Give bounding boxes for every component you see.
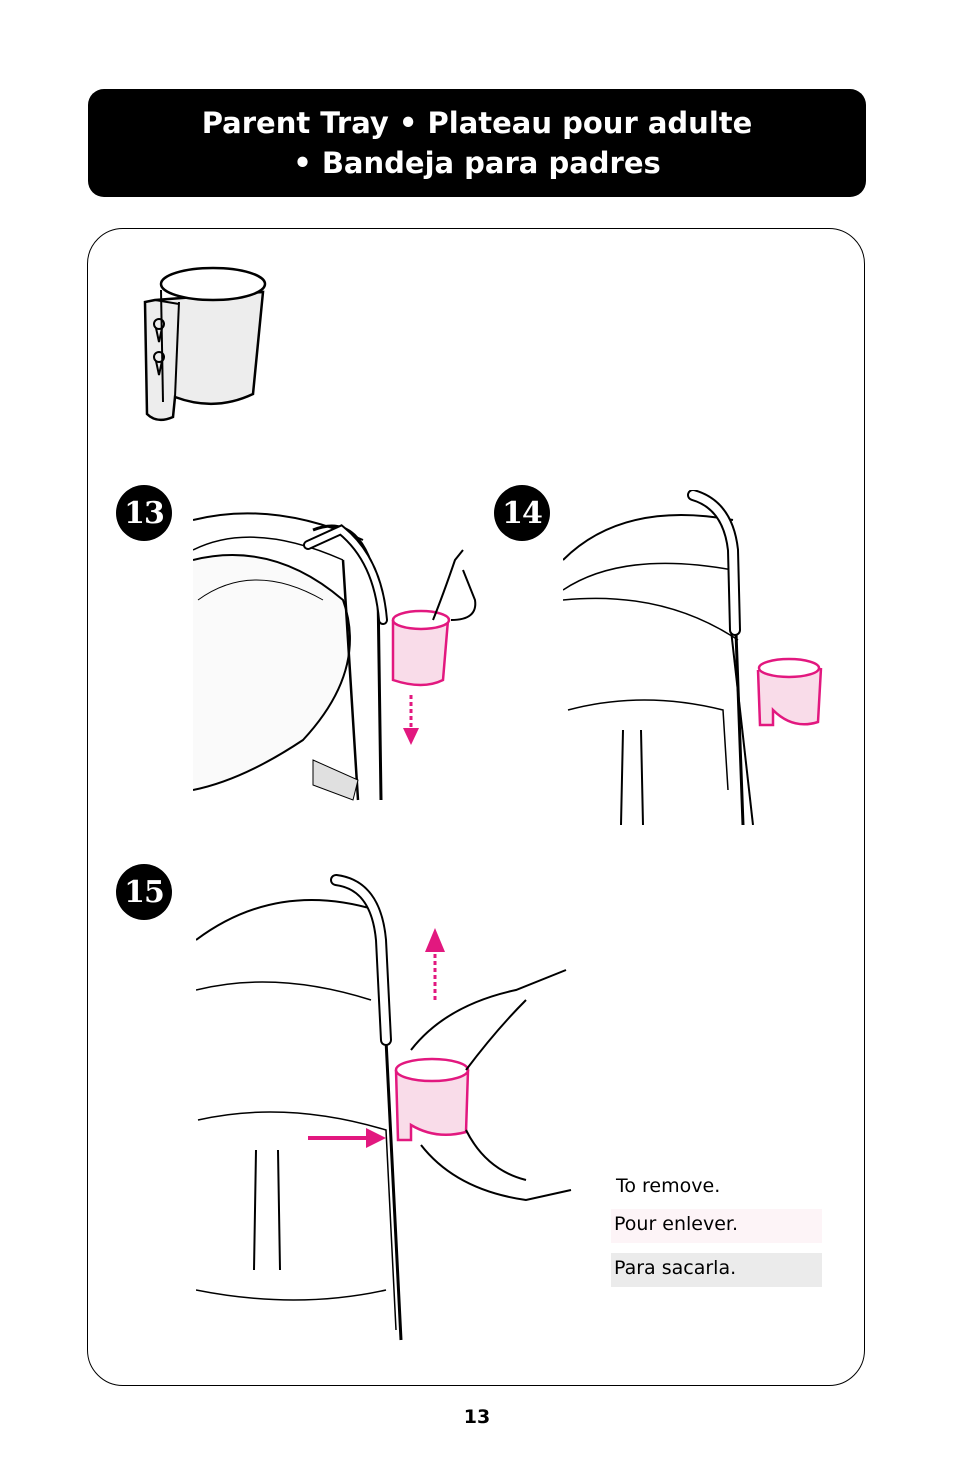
caption-french: Pour enlever. — [611, 1209, 822, 1243]
step-14-illustration — [563, 490, 823, 825]
step-15-badge: 15 — [116, 864, 172, 920]
title-line-2: • Bandeja para padres — [293, 146, 661, 180]
step-15-illustration — [196, 874, 572, 1341]
step-13-badge: 13 — [116, 485, 172, 541]
page-title-banner: Parent Tray • Plateau pour adulte • Band… — [88, 89, 866, 197]
title-line-1: Parent Tray • Plateau pour adulte — [201, 106, 753, 140]
cup-holder-illustration — [143, 266, 267, 422]
page-number: 13 — [463, 1406, 491, 1428]
step-14-badge: 14 — [494, 485, 550, 541]
caption-spanish: Para sacarla. — [611, 1253, 822, 1287]
caption-english: To remove. — [616, 1175, 721, 1197]
instructions-panel — [87, 228, 865, 1386]
step-13-illustration — [193, 512, 477, 801]
